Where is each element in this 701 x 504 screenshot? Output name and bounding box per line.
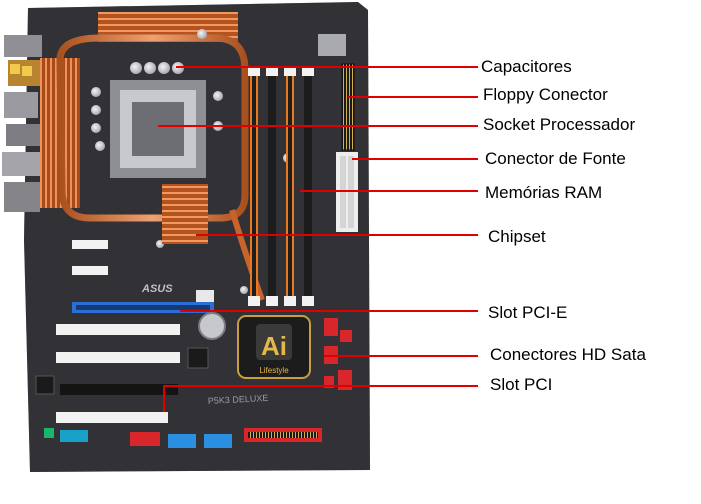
label-capacitores: Capacitores [481,57,572,76]
usb-header [60,430,88,442]
audio-header [44,428,54,438]
pcie-x1-slot [72,240,108,249]
label-slot-pci: Slot PCI [490,375,553,394]
southbridge-chip [237,315,311,379]
usb-header [204,434,232,448]
bios-chip [318,34,346,56]
io-chip [187,347,209,369]
capacitor-row [91,29,293,294]
front-panel-header [130,432,160,446]
label-slot-pci-e: Slot PCI-E [488,303,568,322]
board-model: P5K3 DELUXE [208,393,269,406]
label-floppy-conector: Floppy Conector [483,85,608,104]
floppy-connector [341,63,355,151]
pci-slot [56,324,180,335]
pcie-x1-slot [72,266,108,275]
io-chip [35,375,55,395]
rear-io-ports [2,35,42,212]
usb-header [168,434,196,448]
cmos-battery [198,312,226,340]
chip-logo-caption: Lifestyle [259,366,289,375]
chip-logo-mark: Ai [261,331,287,361]
label-chipset: Chipset [488,227,546,246]
label-socket-processador: Socket Processador [483,115,636,134]
label-conector-de-fonte: Conector de Fonte [485,149,626,168]
cpu-socket [110,80,206,178]
label-memorias-ram: Memórias RAM [485,183,603,202]
heatpipe-lower [229,209,265,302]
pcie-x16-slot-black [60,384,178,395]
heatpipe [56,34,249,222]
leader-pci [163,385,478,412]
pci-slot [56,412,168,423]
label-conectores-hd-sata: Conectores HD Sata [490,345,646,364]
ram-slots [248,66,314,306]
pci-slot [56,352,180,363]
ide-pins [248,432,318,438]
leader-lines [158,66,478,412]
pcie-x16-slot [72,290,214,313]
board-brand: ASUS [141,283,173,295]
